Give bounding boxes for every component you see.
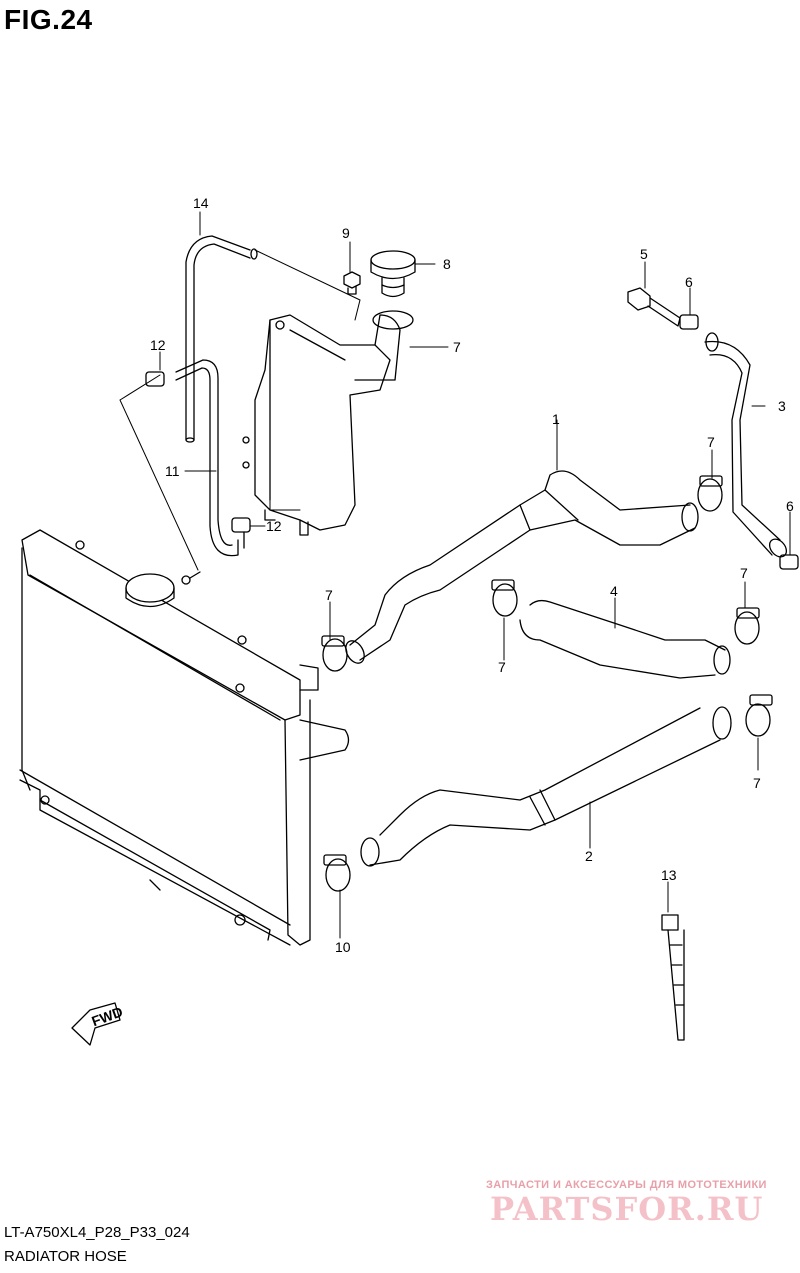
cable-tie-14: [661, 914, 685, 1041]
callout-7-e: 7: [753, 775, 761, 791]
callout-4: 4: [610, 583, 618, 599]
callout-7-c: 7: [740, 565, 748, 581]
fwd-label: FWD: [89, 1003, 124, 1029]
figure-code: LT-A750XL4_P28_P33_024: [4, 1224, 190, 1241]
callout-12-upper: 12: [150, 337, 166, 353]
callout-7-f: 10: [335, 939, 351, 955]
watermark-logo: PARTSFOR.RU: [490, 1190, 764, 1228]
callout-13: 14: [193, 195, 209, 211]
figure-title: FIG.24: [4, 4, 93, 35]
watermark-tagline: ЗАПЧАСТИ И АКСЕССУАРЫ ДЛЯ МОТОТЕХНИКИ: [486, 1179, 767, 1191]
fwd-arrow: [71, 1002, 121, 1046]
callout-8: 7: [453, 339, 461, 355]
callout-9: 8: [443, 256, 451, 272]
bolt-10: [343, 271, 361, 295]
leader-lines: [119, 211, 791, 939]
union-bolt-5: [627, 287, 681, 327]
overflow-hose-11: [175, 359, 245, 557]
breather-hose-13: [185, 235, 258, 443]
reservoir-cap: [370, 250, 416, 298]
callout-1: 1: [552, 411, 560, 427]
callout-7-d: 7: [498, 659, 506, 675]
reservoir-tank: [242, 310, 414, 536]
callout-11: 11: [165, 463, 180, 479]
hose-clamp-6: [679, 314, 799, 570]
callout-7-b: 7: [325, 587, 333, 603]
hose-clamp-7: [321, 475, 773, 892]
radiator-hose-3: [704, 332, 788, 558]
callout-labels: 14 9 8 7 12 11 12 1 5 6 3 7 6 7 7 4 7 7 …: [150, 195, 794, 955]
callout-10: 9: [342, 225, 350, 241]
radiator-hose-2: [360, 706, 732, 867]
callout-5: 5: [640, 246, 648, 262]
hose-clamp-12: [145, 371, 251, 533]
callout-6-upper: 6: [685, 274, 693, 290]
callout-14: 13: [661, 867, 677, 883]
callout-12-lower: 12: [266, 518, 282, 534]
callout-2: 2: [585, 848, 593, 864]
figure-subtitle: RADIATOR HOSE: [4, 1248, 127, 1265]
radiator-hose-4: [519, 599, 731, 679]
callout-7-a: 7: [707, 434, 715, 450]
radiator-hose-1: [345, 470, 699, 664]
callout-6-lower: 6: [786, 498, 794, 514]
callout-3: 3: [778, 398, 786, 414]
radiator: [19, 529, 350, 946]
